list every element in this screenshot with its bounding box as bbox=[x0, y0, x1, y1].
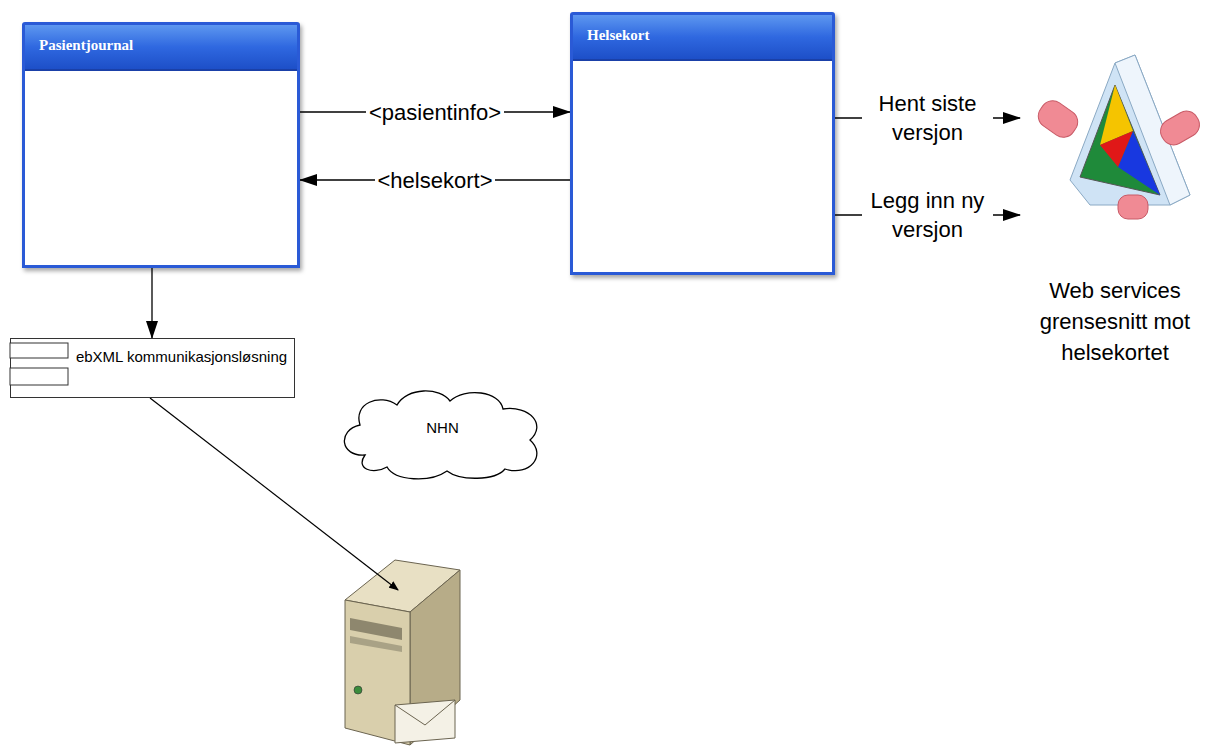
component-tab bbox=[10, 368, 68, 385]
connector-plug bbox=[1156, 107, 1204, 150]
edge-label: Hent siste versjon bbox=[862, 89, 993, 147]
window-title: Helsekort bbox=[587, 27, 649, 44]
node-label: NHN bbox=[335, 419, 550, 436]
component-symbol bbox=[10, 338, 295, 398]
component-tab bbox=[10, 343, 68, 358]
prism-face bbox=[1080, 85, 1160, 195]
web-service-icon: Web services grensesnitt mot helsekortet bbox=[1020, 45, 1210, 375]
window-box: Pasientjournal bbox=[22, 22, 300, 268]
edge-label: Legg inn ny versjon bbox=[862, 186, 993, 244]
window-title: Pasientjournal bbox=[39, 37, 133, 54]
edge-label: <helsekort> bbox=[375, 166, 496, 195]
connector-arrow bbox=[151, 268, 152, 338]
face-red bbox=[1100, 131, 1133, 167]
node-label: ebXML kommunikasjonsløsning bbox=[73, 347, 290, 367]
server-icon bbox=[345, 560, 460, 745]
network-cloud: NHN bbox=[335, 385, 550, 480]
web-service-symbol bbox=[1020, 45, 1210, 235]
component-box: ebXML kommunikasjonsløsning bbox=[10, 338, 295, 398]
connector-plug bbox=[1034, 96, 1083, 142]
node-label: Web services grensesnitt mot helsekortet bbox=[1020, 275, 1210, 368]
window-box: Helsekort bbox=[570, 12, 835, 275]
connector-plug bbox=[1118, 195, 1148, 219]
edge-label: <pasientinfo> bbox=[366, 98, 504, 127]
